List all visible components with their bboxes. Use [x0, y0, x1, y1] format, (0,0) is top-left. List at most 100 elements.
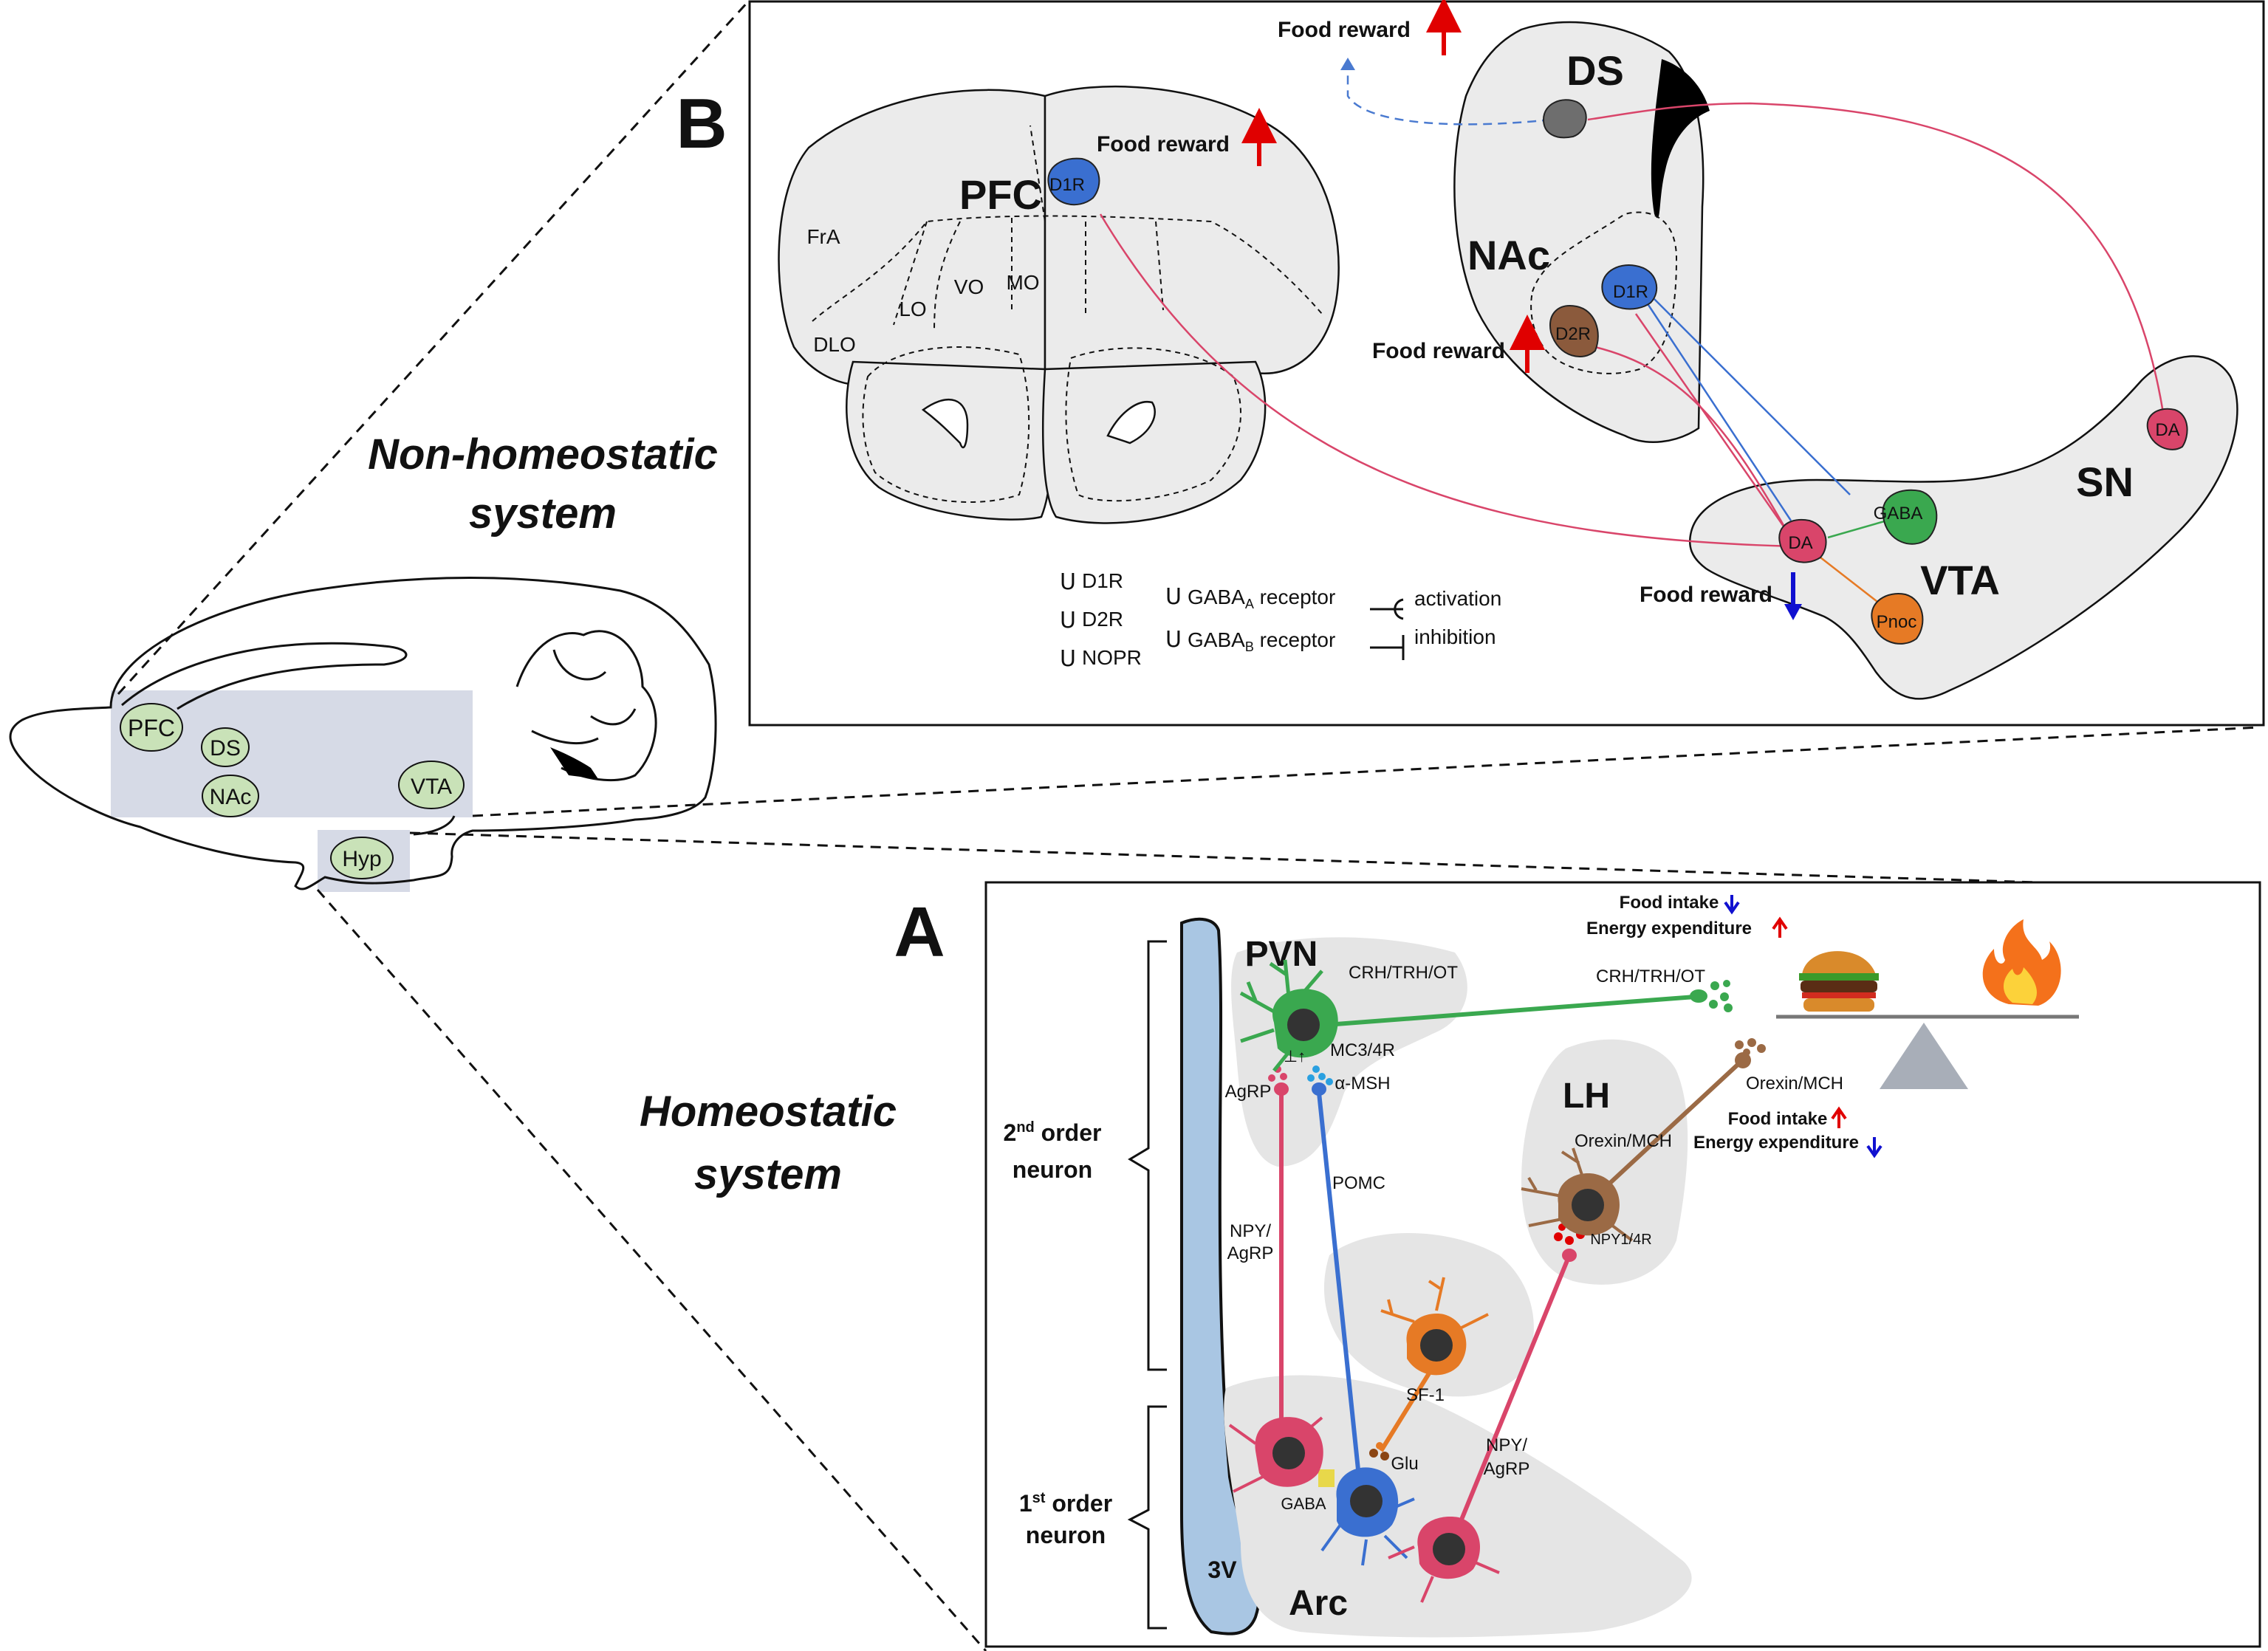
neuron-pvn-dendrites [1239, 959, 1323, 1072]
crh-vesicle-1 [1710, 981, 1719, 990]
legend-d1r-label: D1R [1082, 569, 1123, 592]
label-glu: Glu [1391, 1454, 1418, 1474]
ventral-brain-line [413, 815, 456, 836]
food-reward-pfc-label: Food reward [1097, 132, 1230, 157]
neuron-lh [1521, 1147, 1634, 1242]
neuron-sf1-nucleus [1420, 1329, 1453, 1362]
legend-gaba-a-label: GABAA receptor [1188, 586, 1335, 611]
sagittal-nac: NAc [202, 775, 259, 817]
orexin-vesicle-4 [1743, 1048, 1750, 1056]
dlo-label: DLO [813, 333, 856, 356]
food-reward-vta-label: Food reward [1640, 583, 1772, 607]
sf1-dendrite-3 [1458, 1313, 1489, 1331]
label-gaba-synapse: GABA [1281, 1494, 1326, 1513]
neuron-d1r-pfc-body [1047, 157, 1100, 206]
ds-output-arrowhead [1340, 58, 1355, 70]
neuron-d1r-nac: D1R [1601, 264, 1658, 310]
sagittal-vta: VTA [398, 761, 465, 809]
agrp-vesicle-2 [1280, 1073, 1287, 1080]
mo-label: MO [1006, 271, 1039, 294]
neuron-gaba-vta: GABA [1874, 489, 1938, 545]
legend-gaba-b-label: GABAB receptor [1188, 628, 1335, 654]
panel-a-letter: A [894, 893, 945, 972]
neuron-pnoc-vta: Pnoc [1871, 593, 1924, 645]
neuron-sf1 [1380, 1277, 1489, 1376]
energy-balance: Food intake Energy expenditure [1586, 893, 2079, 1089]
sagittal-hyp-shape [330, 837, 394, 879]
neuron-d2r-nac: D2R [1549, 305, 1599, 357]
pfc-dashed-3 [933, 221, 961, 333]
pfc-left-ventricle [921, 398, 969, 449]
pfc-lower-right [1041, 360, 1267, 524]
lh-region-label: LH [1563, 1077, 1610, 1116]
pomc-dendrite-2 [1361, 1539, 1368, 1566]
first-order-bracket [1127, 1405, 1167, 1630]
homeostatic-label-line2: system [694, 1150, 842, 1198]
non-homeostatic-label-line2: system [469, 490, 617, 538]
neuron-da-vta-body [1778, 518, 1827, 563]
sagittal-brain: PFC DS NAc VTA Hyp [9, 576, 717, 892]
orexin-vesicle-2 [1747, 1038, 1756, 1047]
ds-dashed-output [1346, 63, 1552, 126]
neuron-pnoc-vta-body [1871, 593, 1924, 645]
brainstem-dark [550, 747, 598, 779]
arc-region [1224, 1375, 1692, 1638]
panel-b-letter: B [676, 84, 727, 163]
lh-energy-expenditure: Energy expenditure [1693, 1133, 1859, 1153]
sf1-dendrite-2 [1428, 1277, 1445, 1311]
zoom-connectors [117, 0, 2261, 1651]
legend-gaba-b-symbol: ᑌ [1165, 628, 1182, 652]
neuron-npy-agrp-2-nucleus [1433, 1533, 1465, 1565]
connector-b-top [117, 0, 751, 696]
neuron-da-sn: DA [2146, 408, 2188, 450]
pfc-left-hemisphere [778, 89, 1046, 386]
pomc-terminal-pvn [1312, 1082, 1326, 1096]
sagittal-pfc: PFC [120, 703, 183, 752]
axon-pnoc-to-da [1820, 557, 1888, 610]
neuron-pvn [1239, 959, 1338, 1072]
second-order-label-line2: neuron [1013, 1156, 1092, 1183]
neuron-da-vta: DA [1778, 518, 1827, 563]
sf1-dendrite-1 [1380, 1299, 1415, 1323]
cerebellum-fold-1 [515, 630, 657, 781]
sagittal-nac-label: NAc [210, 785, 252, 809]
pvn-dendrite-1 [1239, 981, 1275, 1014]
neuron-da-vta-label: DA [1788, 533, 1812, 553]
lo-label: LO [899, 298, 926, 320]
sagittal-hyp-label: Hyp [342, 847, 381, 871]
burger-tomato [1802, 992, 1876, 998]
npy-lh-vesicle-2 [1565, 1236, 1574, 1245]
agrp-vesicle-1 [1268, 1074, 1275, 1082]
neuron-gaba-vta-body [1882, 489, 1938, 545]
label-orexin-cell: Orexin/MCH [1575, 1131, 1672, 1151]
label-npy14r: NPY1/4R [1590, 1232, 1651, 1248]
legend-nopr-label: NOPR [1082, 646, 1142, 669]
neuron-pomc-nucleus [1350, 1485, 1383, 1517]
nac-region-label: NAc [1467, 232, 1550, 278]
axon-lh-orexin [1586, 1061, 1741, 1206]
food-reward-pfc: Food reward [1097, 108, 1277, 166]
pvn-dendrite-3 [1269, 959, 1291, 998]
label-npy-agrp-3: NPY/ [1486, 1435, 1527, 1455]
first-order-word: order [1045, 1490, 1112, 1517]
axon-pomc-to-pvn [1317, 1092, 1361, 1477]
legend-d2r-symbol: ᑌ [1060, 608, 1076, 633]
neuron-d2r-nac-body [1549, 305, 1599, 357]
glu-vesicle-1 [1369, 1449, 1378, 1458]
lh-effects: Food intake Energy expenditure [1693, 1106, 1882, 1159]
neuron-pnoc-vta-label: Pnoc [1877, 612, 1917, 632]
neuron-pomc [1320, 1467, 1415, 1566]
pfc-region-label: PFC [959, 171, 1042, 218]
first-order-label-line2: neuron [1026, 1522, 1106, 1548]
axon-sf1-to-pomc [1379, 1372, 1431, 1452]
food-reward-top: Food reward [1278, 0, 1462, 55]
npy2-dendrite-2 [1420, 1576, 1434, 1603]
axon-da-to-pfc [1099, 213, 1799, 548]
lh-energy-arrow [1866, 1137, 1882, 1159]
npy-dendrite-1 [1228, 1424, 1257, 1445]
orexin-vesicle-3 [1757, 1044, 1766, 1053]
neuron-ds-grey [1542, 99, 1587, 139]
amsh-vesicle-3 [1326, 1078, 1333, 1085]
food-reward-top-label: Food reward [1278, 18, 1411, 42]
gaba-synapse [1318, 1469, 1335, 1487]
